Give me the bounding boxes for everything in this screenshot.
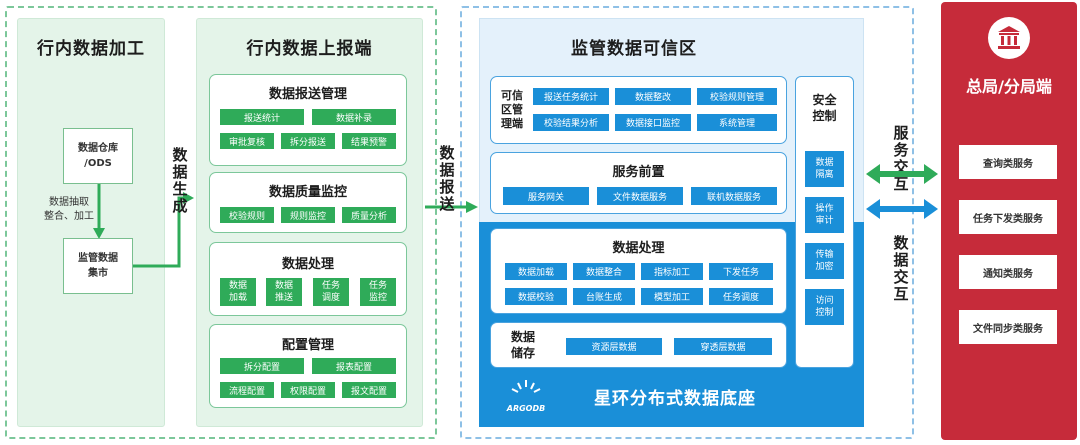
- system-mgmt-button[interactable]: 系统管理: [697, 114, 777, 131]
- internal-processing-column: [17, 18, 165, 427]
- data-warehouse-box: 数据仓库 /ODS: [63, 128, 133, 184]
- service-gateway-button[interactable]: 服务网关: [503, 187, 589, 205]
- data-interaction-text: 数 据 交 互: [893, 234, 909, 303]
- regulatory-data-mart-box: 监管数据 集市: [63, 238, 133, 294]
- data-supplement-button[interactable]: 数据补录: [312, 109, 396, 125]
- tz-data-check-button[interactable]: 数据校验: [505, 288, 567, 305]
- data-isolation-button[interactable]: 数据 隔离: [805, 151, 844, 187]
- check-rule-button[interactable]: 校验规则: [220, 207, 274, 223]
- approval-review-button[interactable]: 审批复核: [220, 133, 274, 149]
- generate-arrow-icon: [133, 192, 194, 268]
- trust-mgmt-title: 可信 区管 理端: [501, 89, 523, 130]
- report-arrow-icon: [425, 201, 478, 213]
- split-config-button[interactable]: 拆分配置: [220, 358, 304, 374]
- data-generate-label: 数 据 生 成: [170, 130, 190, 215]
- report-config-button[interactable]: 报表配置: [312, 358, 396, 374]
- check-rule-mgmt-button[interactable]: 校验规则管理: [697, 88, 777, 105]
- penetration-layer-button[interactable]: 穿透层数据: [674, 338, 772, 355]
- split-report-button[interactable]: 拆分报送: [281, 133, 335, 149]
- interface-monitor-button[interactable]: 数据接口监控: [615, 114, 691, 131]
- message-config-button[interactable]: 报文配置: [342, 382, 396, 398]
- operation-audit-button[interactable]: 操作 审计: [805, 197, 844, 233]
- service-double-arrow-icon: [866, 164, 938, 184]
- tz-data-load-button[interactable]: 数据加载: [505, 263, 567, 280]
- trusted-zone-group: [460, 6, 914, 439]
- task-issue-service-button[interactable]: 任务下发类服务: [959, 200, 1057, 234]
- task-schedule-button[interactable]: 任务 调度: [313, 278, 349, 306]
- check-result-analysis-button[interactable]: 校验结果分析: [533, 114, 609, 131]
- tz-model-process-button[interactable]: 模型加工: [641, 288, 703, 305]
- quality-monitor-title: 数据质量监控: [268, 185, 347, 200]
- transfer-encrypt-button[interactable]: 传输 加密: [805, 243, 844, 279]
- argodb-logo-icon: [511, 380, 541, 393]
- report-stats-button[interactable]: 报送统计: [220, 109, 304, 125]
- distributed-base-title: 星环分布式数据底座: [594, 389, 756, 409]
- quality-analysis-button[interactable]: 质量分析: [342, 207, 396, 223]
- tz-data-integrate-button[interactable]: 数据整合: [573, 263, 635, 280]
- argodb-logo-text: ARGODB: [506, 404, 546, 413]
- trust-processing-title: 数据处理: [612, 241, 665, 256]
- bank-building-icon: [988, 17, 1030, 59]
- tz-ledger-gen-button[interactable]: 台账生成: [573, 288, 635, 305]
- file-data-service-button[interactable]: 文件数据服务: [597, 187, 683, 205]
- data-store-title: 数据 储存: [510, 330, 535, 360]
- data-load-button[interactable]: 数据 加载: [220, 278, 256, 306]
- security-title: 安全 控制: [812, 93, 837, 123]
- service-front-title: 服务前置: [612, 165, 665, 180]
- access-control-button[interactable]: 访问 控制: [805, 289, 844, 325]
- down-arrow-icon: [93, 184, 105, 239]
- data-rectify-button[interactable]: 数据整改: [615, 88, 691, 105]
- notify-service-button[interactable]: 通知类服务: [959, 255, 1057, 289]
- data-double-arrow-icon: [866, 199, 938, 219]
- config-mgmt-title: 配置管理: [281, 338, 334, 353]
- trusted-zone-title: 监管数据可信区: [571, 39, 697, 59]
- result-warning-button[interactable]: 结果预警: [342, 133, 396, 149]
- report-side-title: 行内数据上报端: [246, 39, 373, 59]
- data-generate-text: 数 据 生 成: [172, 146, 188, 215]
- authority-title: 总局/分局端: [966, 77, 1052, 96]
- report-processing-title: 数据处理: [281, 257, 334, 272]
- tz-indicator-process-button[interactable]: 指标加工: [641, 263, 703, 280]
- file-sync-service-button[interactable]: 文件同步类服务: [959, 310, 1057, 344]
- task-monitor-button[interactable]: 任务 监控: [360, 278, 396, 306]
- tz-issue-task-button[interactable]: 下发任务: [709, 263, 773, 280]
- extract-process-label: 数据抽取 整合、加工: [44, 197, 94, 222]
- report-mgmt-title: 数据报送管理: [268, 87, 347, 102]
- resource-layer-button[interactable]: 资源层数据: [566, 338, 662, 355]
- query-service-button[interactable]: 查询类服务: [959, 145, 1057, 179]
- flow-config-button[interactable]: 流程配置: [220, 382, 274, 398]
- data-report-label: 数 据 报 送: [437, 128, 457, 213]
- report-side-group: [5, 6, 437, 439]
- permission-config-button[interactable]: 权限配置: [281, 382, 335, 398]
- internal-processing-title: 行内数据加工: [37, 39, 145, 59]
- tz-task-schedule-button[interactable]: 任务调度: [709, 288, 773, 305]
- trust-mgmt-panel: [490, 76, 787, 144]
- report-task-stats-button[interactable]: 报送任务统计: [533, 88, 609, 105]
- data-interaction-label: 数 据 交 互: [891, 218, 911, 303]
- data-push-button[interactable]: 数据 推送: [266, 278, 302, 306]
- rule-monitor-button[interactable]: 规则监控: [281, 207, 335, 223]
- data-report-text: 数 据 报 送: [439, 144, 455, 213]
- online-data-service-button[interactable]: 联机数据服务: [691, 187, 777, 205]
